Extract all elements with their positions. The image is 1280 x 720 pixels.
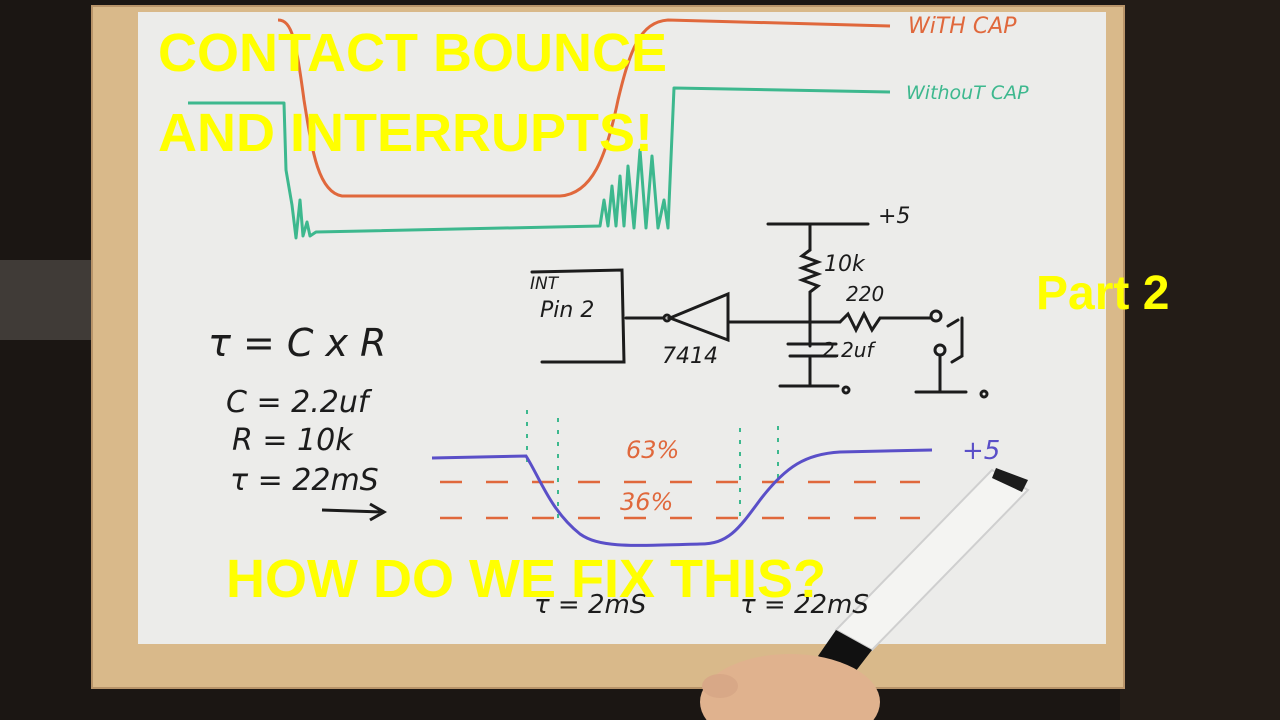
title-line-1: CONTACT BOUNCE: [158, 23, 667, 83]
marker-lines: [526, 410, 779, 520]
legend-without-cap: WithouT CAP: [906, 82, 1029, 104]
pct-high: 63%: [626, 436, 680, 464]
formula-text: τ = C x R: [208, 321, 387, 365]
rc-waveform: [431, 410, 933, 547]
with-cap-trace: [277, 18, 891, 198]
series-resistor: [838, 310, 932, 334]
question-caption: HOW DO WE FIX THIS?: [226, 549, 826, 609]
push-switch: [946, 316, 964, 364]
series-resistor-label: 220: [846, 282, 885, 306]
tau-long-label: τ = 22mS: [740, 590, 869, 620]
ic-label: 7414: [662, 344, 718, 369]
tau-short-label: τ = 2mS: [534, 590, 647, 620]
title-line-2: AND INTERRUPTS!: [158, 103, 653, 163]
pullup-resistor: [797, 248, 823, 348]
tau-value: τ = 22mS: [230, 463, 379, 498]
pct-low: 36%: [620, 488, 674, 516]
without-cap-trace: [188, 86, 891, 240]
int-pin-box: [530, 268, 626, 364]
marker-pen: [818, 468, 1030, 676]
schmitt-inverter: [665, 291, 730, 343]
waveform-supply-label: +5: [962, 436, 1001, 466]
rc-curve: [431, 448, 933, 547]
int-label: INT: [530, 274, 559, 294]
capacitor-plates: [786, 342, 838, 358]
r-value: R = 10k: [232, 423, 353, 458]
capacitor-label: 2.2uf: [822, 338, 874, 362]
part-label: Part 2: [1036, 267, 1170, 320]
pin-label: Pin 2: [540, 298, 595, 323]
legend-with-cap: WiTH CAP: [908, 14, 1017, 39]
bounce-traces: [188, 18, 891, 240]
hand: [700, 654, 880, 720]
arrow: [321, 502, 388, 522]
c-value: C = 2.2uf: [226, 385, 369, 420]
supply-label: +5: [878, 204, 911, 229]
circuit-schematic: [530, 222, 989, 399]
pullup-resistor-label: 10k: [824, 252, 865, 277]
